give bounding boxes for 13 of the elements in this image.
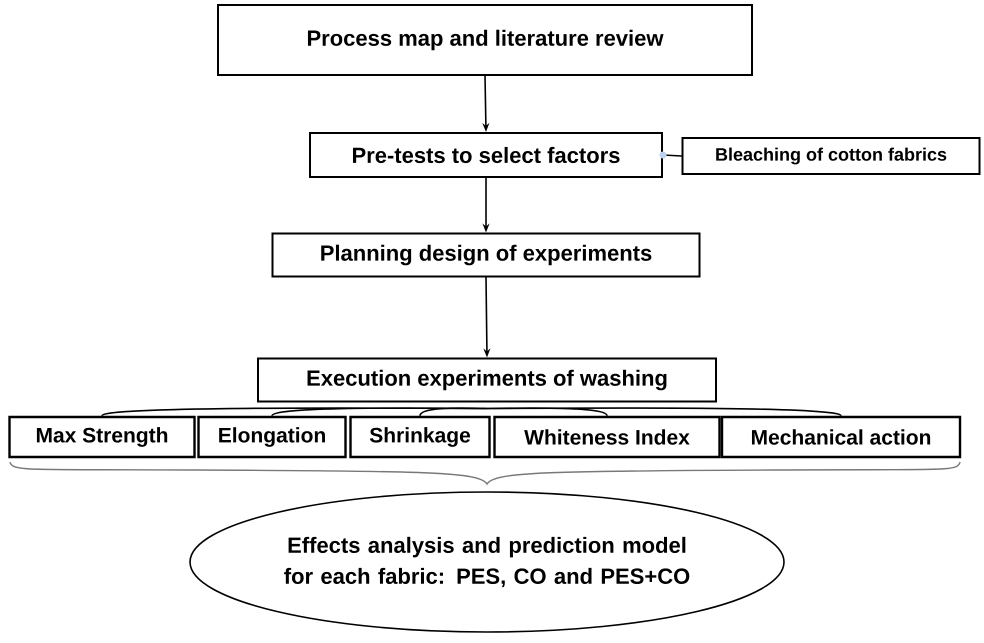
branch-line: [487, 407, 842, 417]
process-box: Process map and literature review: [217, 4, 753, 76]
process-box: Planning design of experiments: [272, 232, 700, 278]
branch-line: [419, 407, 488, 416]
result-box: Shrinkage: [349, 416, 491, 458]
result-box: Mechanical action: [720, 416, 962, 458]
process-box: Execution experiments of washing: [257, 358, 717, 402]
result-box: Whiteness Index: [493, 416, 721, 458]
process-box: Pre-tests to select factors: [309, 132, 663, 178]
process-box: Bleaching of cotton fabrics: [682, 137, 980, 175]
result-box: Max Strength: [8, 416, 196, 458]
branch-line: [271, 407, 488, 416]
result-box: Elongation: [197, 416, 347, 458]
